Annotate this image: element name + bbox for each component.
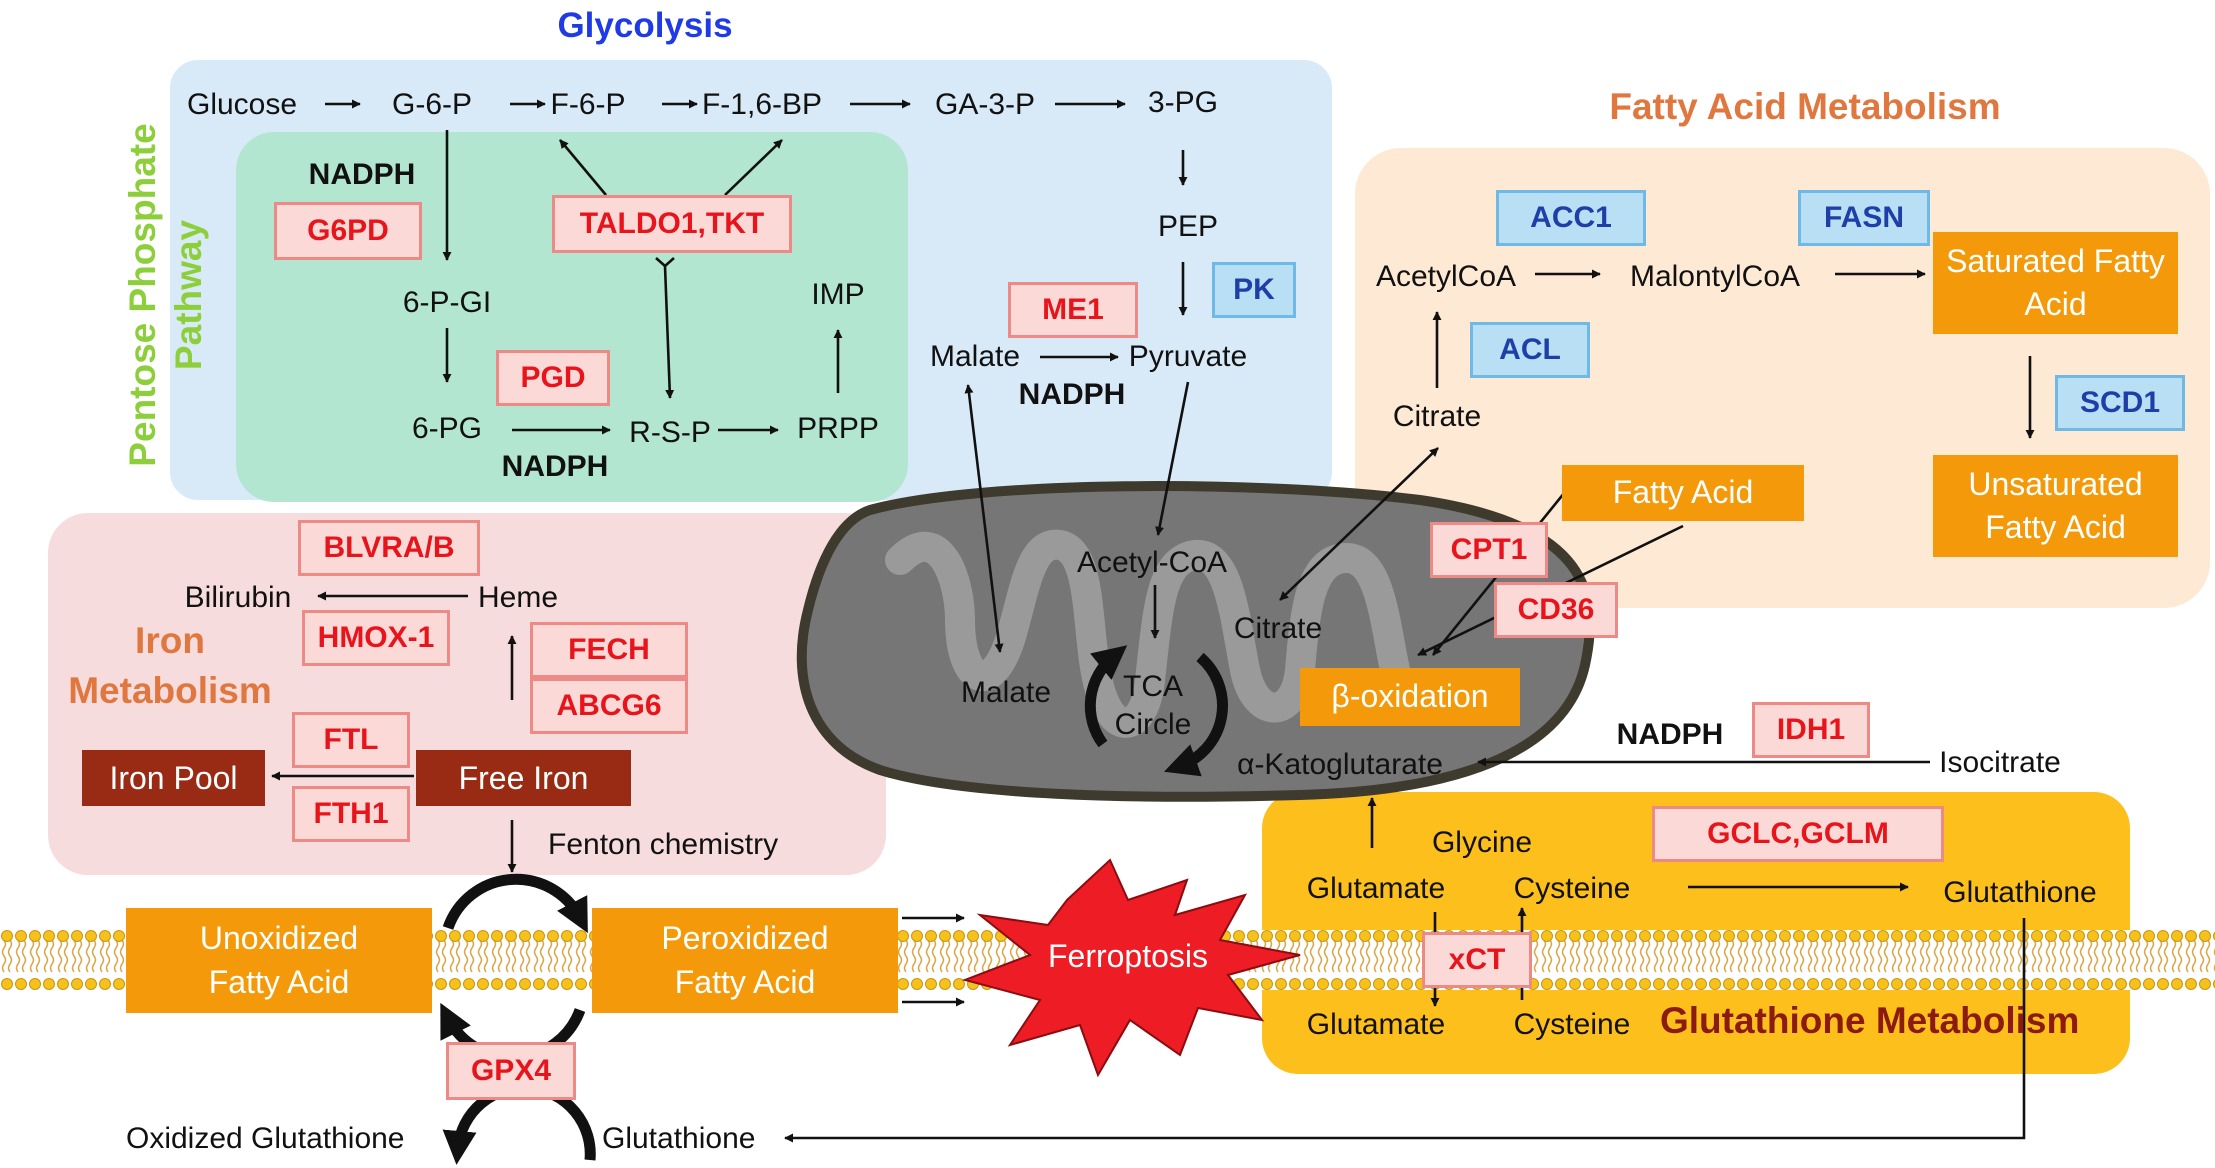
beta-oxidation-box: β-oxidation — [1300, 668, 1520, 726]
f16bp-label: F-1,6-BP — [701, 88, 823, 121]
acetylcoa-label: AcetylCoA — [1375, 260, 1517, 293]
enzyme-fasn: FASN — [1798, 190, 1930, 246]
iron-header-line2: Metabolism — [68, 670, 272, 711]
glutathione-header: Glutathione Metabolism — [1660, 1000, 2080, 1041]
tca-cycle-arrows — [1084, 645, 1228, 777]
ppp-header: Pentose Phosphate Pathway — [120, 100, 213, 490]
iron-pool-box: Iron Pool — [82, 750, 265, 806]
enzyme-pk: PK — [1212, 262, 1296, 318]
gpx4-cycle-arrows — [440, 873, 596, 1165]
ferroptosis-label: Ferroptosis — [1047, 938, 1209, 974]
rsp-label: R-S-P — [629, 416, 711, 449]
free-iron-box: Free Iron — [416, 750, 631, 806]
cysteine-inside-label: Cysteine — [1513, 872, 1631, 905]
prpp-label: PRPP — [797, 412, 879, 445]
glycolysis-header: Glycolysis — [557, 6, 733, 45]
tca-label-line1: TCA — [1123, 670, 1183, 703]
nadph-me1-label: NADPH — [1018, 378, 1126, 411]
enzyme-xct: xCT — [1422, 932, 1532, 988]
enzyme-scd1: SCD1 — [2055, 375, 2185, 431]
g6p-label: G-6-P — [391, 88, 473, 121]
enzyme-pgd: PGD — [496, 350, 610, 406]
glutathione-bottom-label: Glutathione — [602, 1122, 756, 1155]
glutathione-label: Glutathione — [1943, 876, 2097, 909]
enzyme-ftl: FTL — [292, 712, 410, 768]
cysteine-outside-label: Cysteine — [1513, 1008, 1631, 1041]
unsaturated-fatty-acid-box: Unsaturated Fatty Acid — [1933, 455, 2178, 557]
enzyme-cpt1: CPT1 — [1430, 522, 1548, 578]
oxidized-glutathione-label: Oxidized Glutathione — [126, 1122, 405, 1155]
fenton-chemistry-label: Fenton chemistry — [548, 828, 779, 861]
glutamate-outside-label: Glutamate — [1306, 1008, 1446, 1041]
nadph-idh1-label: NADPH — [1616, 718, 1724, 751]
ga3p-label: GA-3-P — [934, 88, 1036, 121]
iron-header-line1: Iron — [135, 620, 205, 661]
malate-mito-label: Malate — [960, 676, 1052, 709]
enzyme-fth1: FTH1 — [292, 786, 410, 842]
enzyme-fech: FECH — [530, 622, 688, 678]
ferroptosis-star — [961, 858, 1301, 1078]
acetylcoa-mito-label: Acetyl-CoA — [1076, 546, 1228, 579]
unoxidized-fatty-acid-label: Unoxidized Fatty Acid — [199, 920, 359, 1000]
6pg-label: 6-PG — [411, 412, 483, 445]
saturated-fatty-acid-box: Saturated Fatty Acid — [1933, 232, 2178, 334]
6pgi-label: 6-P-GI — [402, 286, 492, 319]
imp-label: IMP — [811, 278, 865, 311]
enzyme-abcg6: ABCG6 — [530, 678, 688, 734]
bilirubin-label: Bilirubin — [184, 581, 292, 614]
peroxidized-fatty-acid-box: Peroxidized Fatty Acid — [592, 908, 898, 1013]
tca-label-line2: Circle — [1114, 708, 1192, 741]
enzyme-me1: ME1 — [1008, 282, 1138, 338]
malonylcoa-label: MalontylCoA — [1629, 260, 1801, 293]
peroxidized-fatty-acid-label: Peroxidized Fatty Acid — [661, 920, 829, 1000]
citrate-mito-label: Citrate — [1233, 612, 1323, 645]
heme-label: Heme — [477, 581, 559, 614]
akg-label: α-Katoglutarate — [1237, 748, 1443, 781]
enzyme-gclc-gclm: GCLC,GCLM — [1652, 806, 1944, 862]
pep-label: PEP — [1157, 210, 1219, 243]
unoxidized-fatty-acid-box: Unoxidized Fatty Acid — [126, 908, 432, 1013]
enzyme-acl: ACL — [1470, 322, 1590, 378]
glycine-label: Glycine — [1431, 826, 1533, 859]
enzyme-cd36: CD36 — [1494, 582, 1618, 638]
enzyme-acc1: ACC1 — [1496, 190, 1646, 246]
enzyme-taldo1-tkt: TALDO1,TKT — [552, 195, 792, 253]
enzyme-g6pd: G6PD — [274, 202, 422, 260]
malate-top-label: Malate — [929, 340, 1021, 373]
enzyme-hmox1: HMOX-1 — [302, 610, 450, 666]
enzyme-idh1: IDH1 — [1752, 702, 1870, 758]
nadph-g6pd-label: NADPH — [308, 158, 416, 191]
pyruvate-label: Pyruvate — [1128, 340, 1248, 373]
3pg-label: 3-PG — [1147, 86, 1219, 119]
citrate-cytosol-label: Citrate — [1392, 400, 1482, 433]
glucose-label: Glucose — [187, 88, 298, 121]
nadph-pgd-label: NADPH — [501, 450, 609, 483]
fatty-acid-header: Fatty Acid Metabolism — [1609, 86, 2001, 127]
enzyme-gpx4: GPX4 — [446, 1042, 576, 1100]
ppp-header-line1: Pentose Phosphate — [122, 123, 163, 467]
enzyme-blvra-b: BLVRA/B — [298, 520, 480, 576]
glutamate-inside-label: Glutamate — [1306, 872, 1446, 905]
f6p-label: F-6-P — [550, 88, 626, 121]
isocitrate-label: Isocitrate — [1939, 746, 2061, 779]
fatty-acid-box: Fatty Acid — [1562, 465, 1804, 521]
ppp-header-line2: Pathway — [168, 219, 210, 371]
